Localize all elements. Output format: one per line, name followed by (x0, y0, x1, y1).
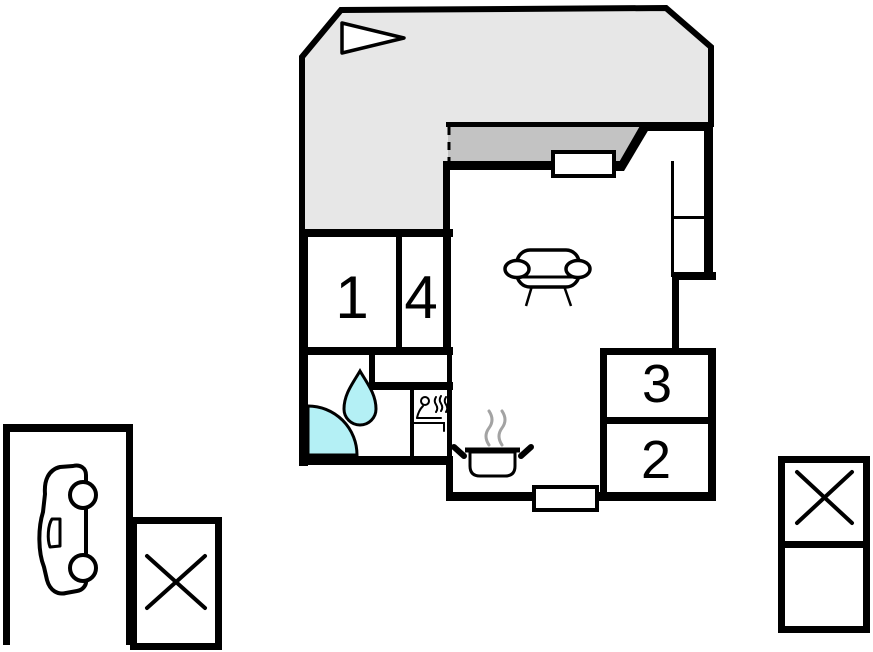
walls (299, 122, 716, 501)
terrace-area (302, 8, 711, 233)
crossed-square-icon (145, 554, 207, 610)
water-drop-icon (342, 368, 378, 427)
direction-arrow-icon (340, 21, 406, 55)
corner-shower-icon (306, 404, 359, 457)
terrace-outline (299, 4, 714, 234)
window-bottom (532, 485, 599, 512)
sauna-icon (413, 395, 449, 432)
room4-label: 4 (404, 264, 437, 331)
crossed-square-icon (795, 470, 854, 525)
room2-label: 2 (641, 430, 671, 490)
storage-box-right (778, 456, 870, 633)
room1-label: 1 (335, 264, 368, 331)
cooking-pot-icon (451, 409, 534, 478)
room3-label: 3 (642, 354, 672, 414)
window-top (551, 150, 616, 178)
carport (3, 424, 133, 645)
storage-box-left (130, 517, 222, 650)
sofa-icon (503, 248, 592, 307)
car-icon (37, 463, 98, 596)
